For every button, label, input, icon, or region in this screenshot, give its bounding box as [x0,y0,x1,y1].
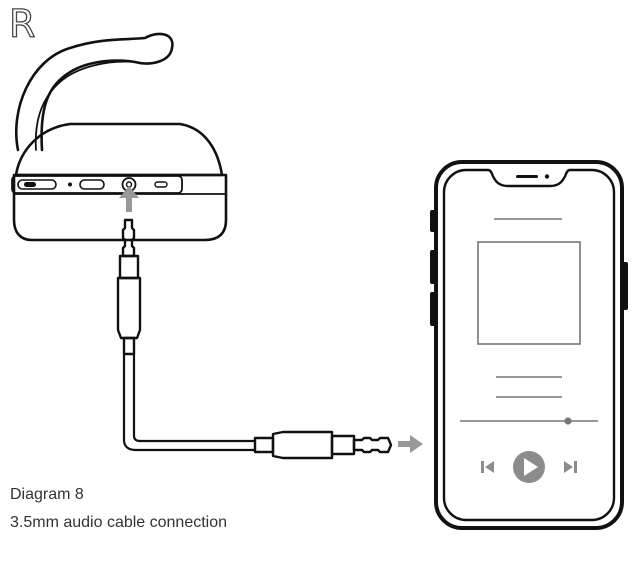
diagram-title: Diagram 8 [10,486,84,503]
play-icon[interactable] [513,451,545,483]
skip-previous-icon[interactable] [481,461,494,473]
plug-top-collar [118,254,140,280]
cord [122,354,255,452]
phone-camera [544,174,550,179]
diagram-subtitle: 3.5mm audio cable connection [10,514,228,531]
earcup-body [12,173,228,242]
right-side-marker: R [8,2,36,46]
smartphone [430,160,628,530]
arrow-up-icon [119,186,139,212]
headband-inner [34,60,135,151]
album-art [477,241,581,345]
headphone-earcup [11,32,228,242]
plug-side-collar [330,434,356,456]
usb-port [79,179,105,190]
plug-top-body [116,276,142,340]
audio-cable [116,218,393,460]
led-indicator [68,182,72,187]
earcup-shell [14,122,224,177]
control-strip [11,175,183,194]
phone-screen [442,168,616,522]
mic-hole [154,181,168,188]
arrow-right-icon [398,435,423,453]
power-slider [17,179,57,190]
headband [14,32,174,152]
progress-knob [564,417,572,425]
phone-speaker [516,175,538,178]
plug-top-tip [121,218,136,258]
plug-side-tip [352,436,393,454]
plug-side-body [271,430,334,460]
skip-next-icon[interactable] [564,461,577,473]
